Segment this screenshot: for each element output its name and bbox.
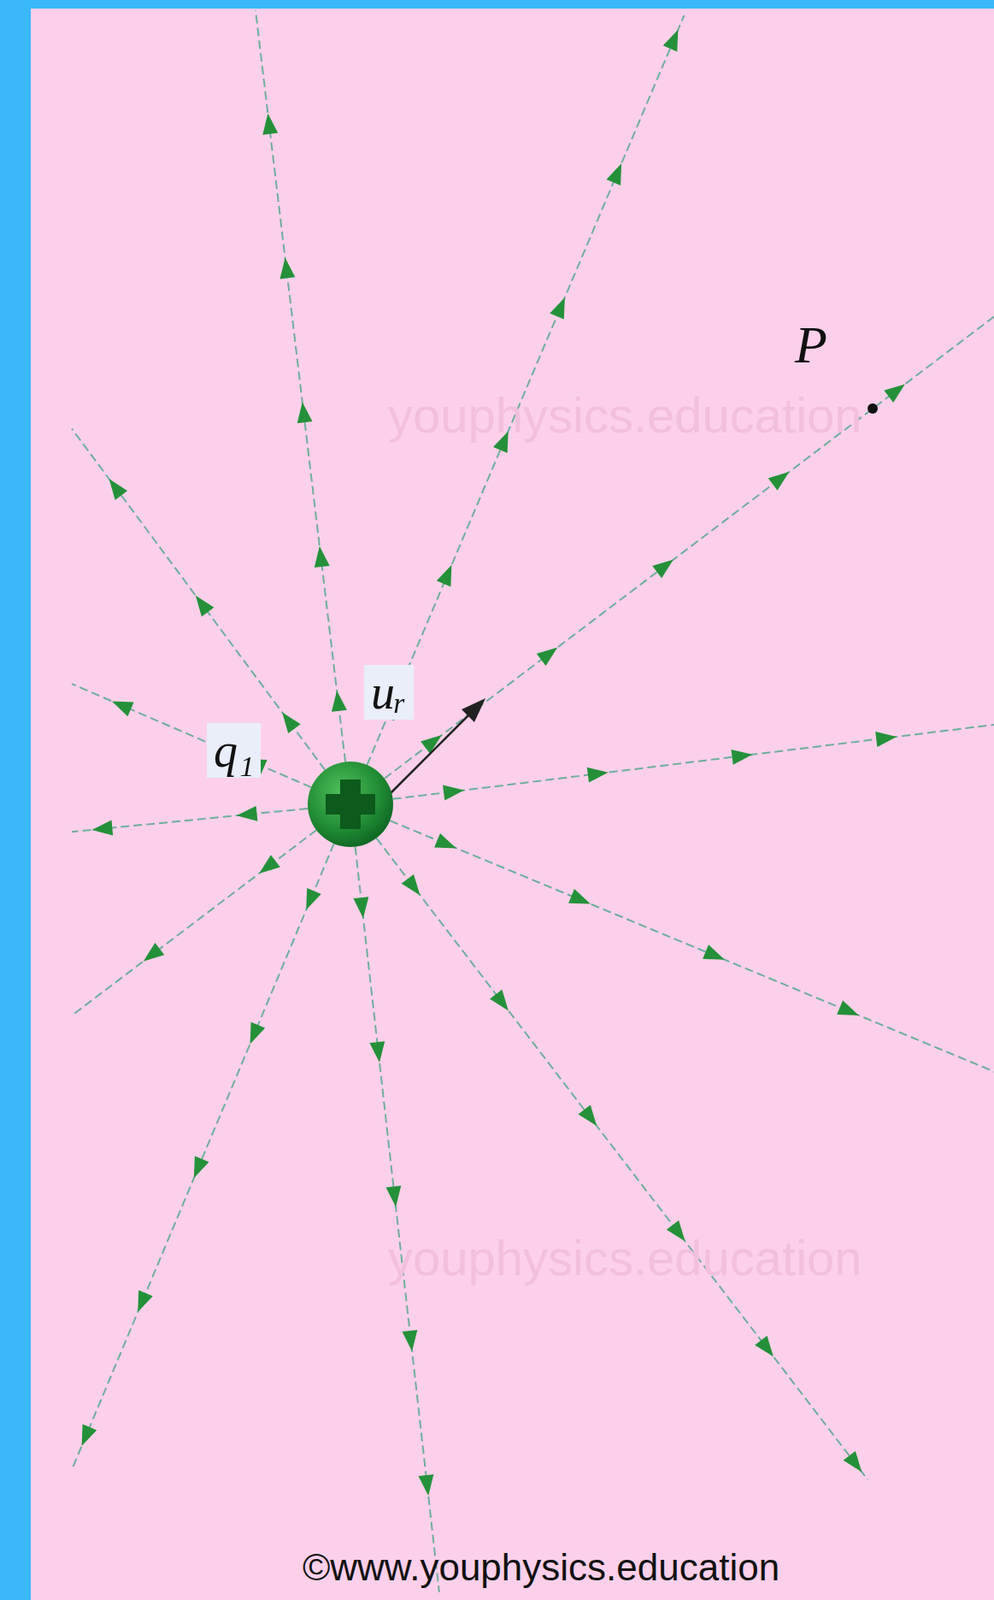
field-arrowhead	[236, 805, 259, 822]
field-arrowhead	[369, 1041, 385, 1063]
unit-vector	[388, 708, 476, 795]
field-arrowhead	[549, 297, 565, 320]
field-arrowhead	[768, 471, 790, 491]
field-arrowhead	[731, 749, 753, 765]
field-arrowhead	[258, 854, 281, 874]
background	[30, 8, 994, 1600]
field-line	[389, 820, 994, 1072]
field-arrowhead	[442, 785, 465, 801]
watermark: youphysics.education	[388, 1233, 863, 1283]
field-arrowhead	[663, 29, 679, 53]
field-line	[71, 683, 312, 788]
field-line	[255, 10, 346, 762]
field-arrowhead	[305, 888, 322, 911]
point-charge	[307, 761, 394, 847]
field-arrowhead	[402, 1329, 418, 1352]
field-arrowhead	[401, 874, 421, 896]
field-arrowhead	[143, 942, 165, 962]
field-arrowhead	[386, 1185, 402, 1207]
field-arrowhead	[843, 1451, 863, 1473]
watermark: youphysics.education	[388, 390, 863, 441]
field-arrowhead	[111, 700, 135, 717]
field-arrowhead	[314, 546, 330, 568]
field-arrowhead	[606, 163, 623, 186]
field-line	[355, 846, 440, 1593]
field-line	[376, 838, 868, 1481]
field-arrowhead	[754, 1335, 774, 1358]
field-arrowhead	[436, 564, 453, 588]
field-arrowhead	[297, 401, 313, 424]
point-p	[867, 403, 878, 414]
field-arrowhead	[137, 1289, 153, 1312]
field-arrowhead	[262, 113, 278, 136]
field-line	[71, 843, 335, 1470]
unit-vector-label: uᵣ	[364, 664, 414, 720]
field-arrowhead	[434, 833, 457, 849]
field-arrowhead	[536, 646, 559, 666]
field-arrowhead	[280, 258, 296, 280]
field-arrowhead	[883, 384, 906, 404]
unit-vector-head	[461, 698, 486, 723]
field-arrowhead	[331, 690, 348, 712]
copyright: ©www.youphysics.education	[302, 1548, 780, 1587]
field-arrowhead	[109, 478, 129, 500]
charge-label: q₁	[206, 723, 261, 778]
field-arrowhead	[195, 595, 215, 618]
field-arrowhead	[352, 896, 369, 918]
field-arrowhead	[702, 944, 725, 960]
field-line	[393, 724, 994, 800]
plus-sign	[325, 779, 376, 830]
field-arrowhead	[82, 1423, 98, 1447]
field-arrowhead	[418, 1474, 435, 1496]
field-arrowhead	[875, 731, 897, 747]
field-arrowhead	[250, 1022, 266, 1045]
field-arrowhead	[92, 820, 114, 836]
field-arrowhead	[652, 559, 674, 579]
field-arrowhead	[587, 767, 609, 783]
field-arrowhead	[282, 711, 301, 734]
field-arrowhead	[489, 989, 509, 1012]
field-arrowhead	[568, 888, 591, 905]
field-arrowhead	[578, 1105, 598, 1127]
point-label: P	[794, 317, 828, 371]
field-line	[71, 829, 317, 1016]
field-arrowhead	[194, 1156, 210, 1179]
field-arrowhead	[836, 999, 859, 1016]
field-line	[384, 316, 994, 779]
field-line	[71, 429, 325, 771]
